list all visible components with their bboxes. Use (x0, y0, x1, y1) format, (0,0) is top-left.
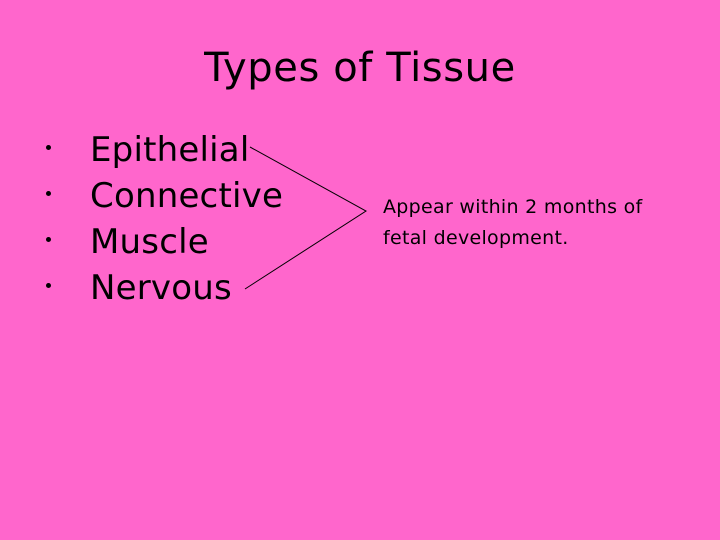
list-item-label: Nervous (90, 268, 232, 308)
annotation-text-block: Appear within 2 months of fetal developm… (383, 192, 693, 254)
annotation-line-2: fetal development. (383, 227, 569, 249)
bullet-dot-icon (46, 191, 51, 196)
bullet-dot-icon (46, 283, 51, 288)
list-item-label: Muscle (90, 222, 209, 262)
list-item: Nervous (40, 266, 340, 312)
list-item: Epithelial (40, 128, 340, 174)
list-item: Muscle (40, 220, 340, 266)
bullet-dot-icon (46, 145, 51, 150)
bullet-dot-icon (46, 237, 51, 242)
list-item-label: Epithelial (90, 130, 250, 170)
list-item: Connective (40, 174, 340, 220)
annotation-line-1: Appear within 2 months of (383, 196, 643, 218)
list-item-label: Connective (90, 176, 284, 216)
tissue-type-list: Epithelial Connective Muscle Nervous (40, 128, 340, 312)
page-title: Types of Tissue (204, 45, 516, 91)
